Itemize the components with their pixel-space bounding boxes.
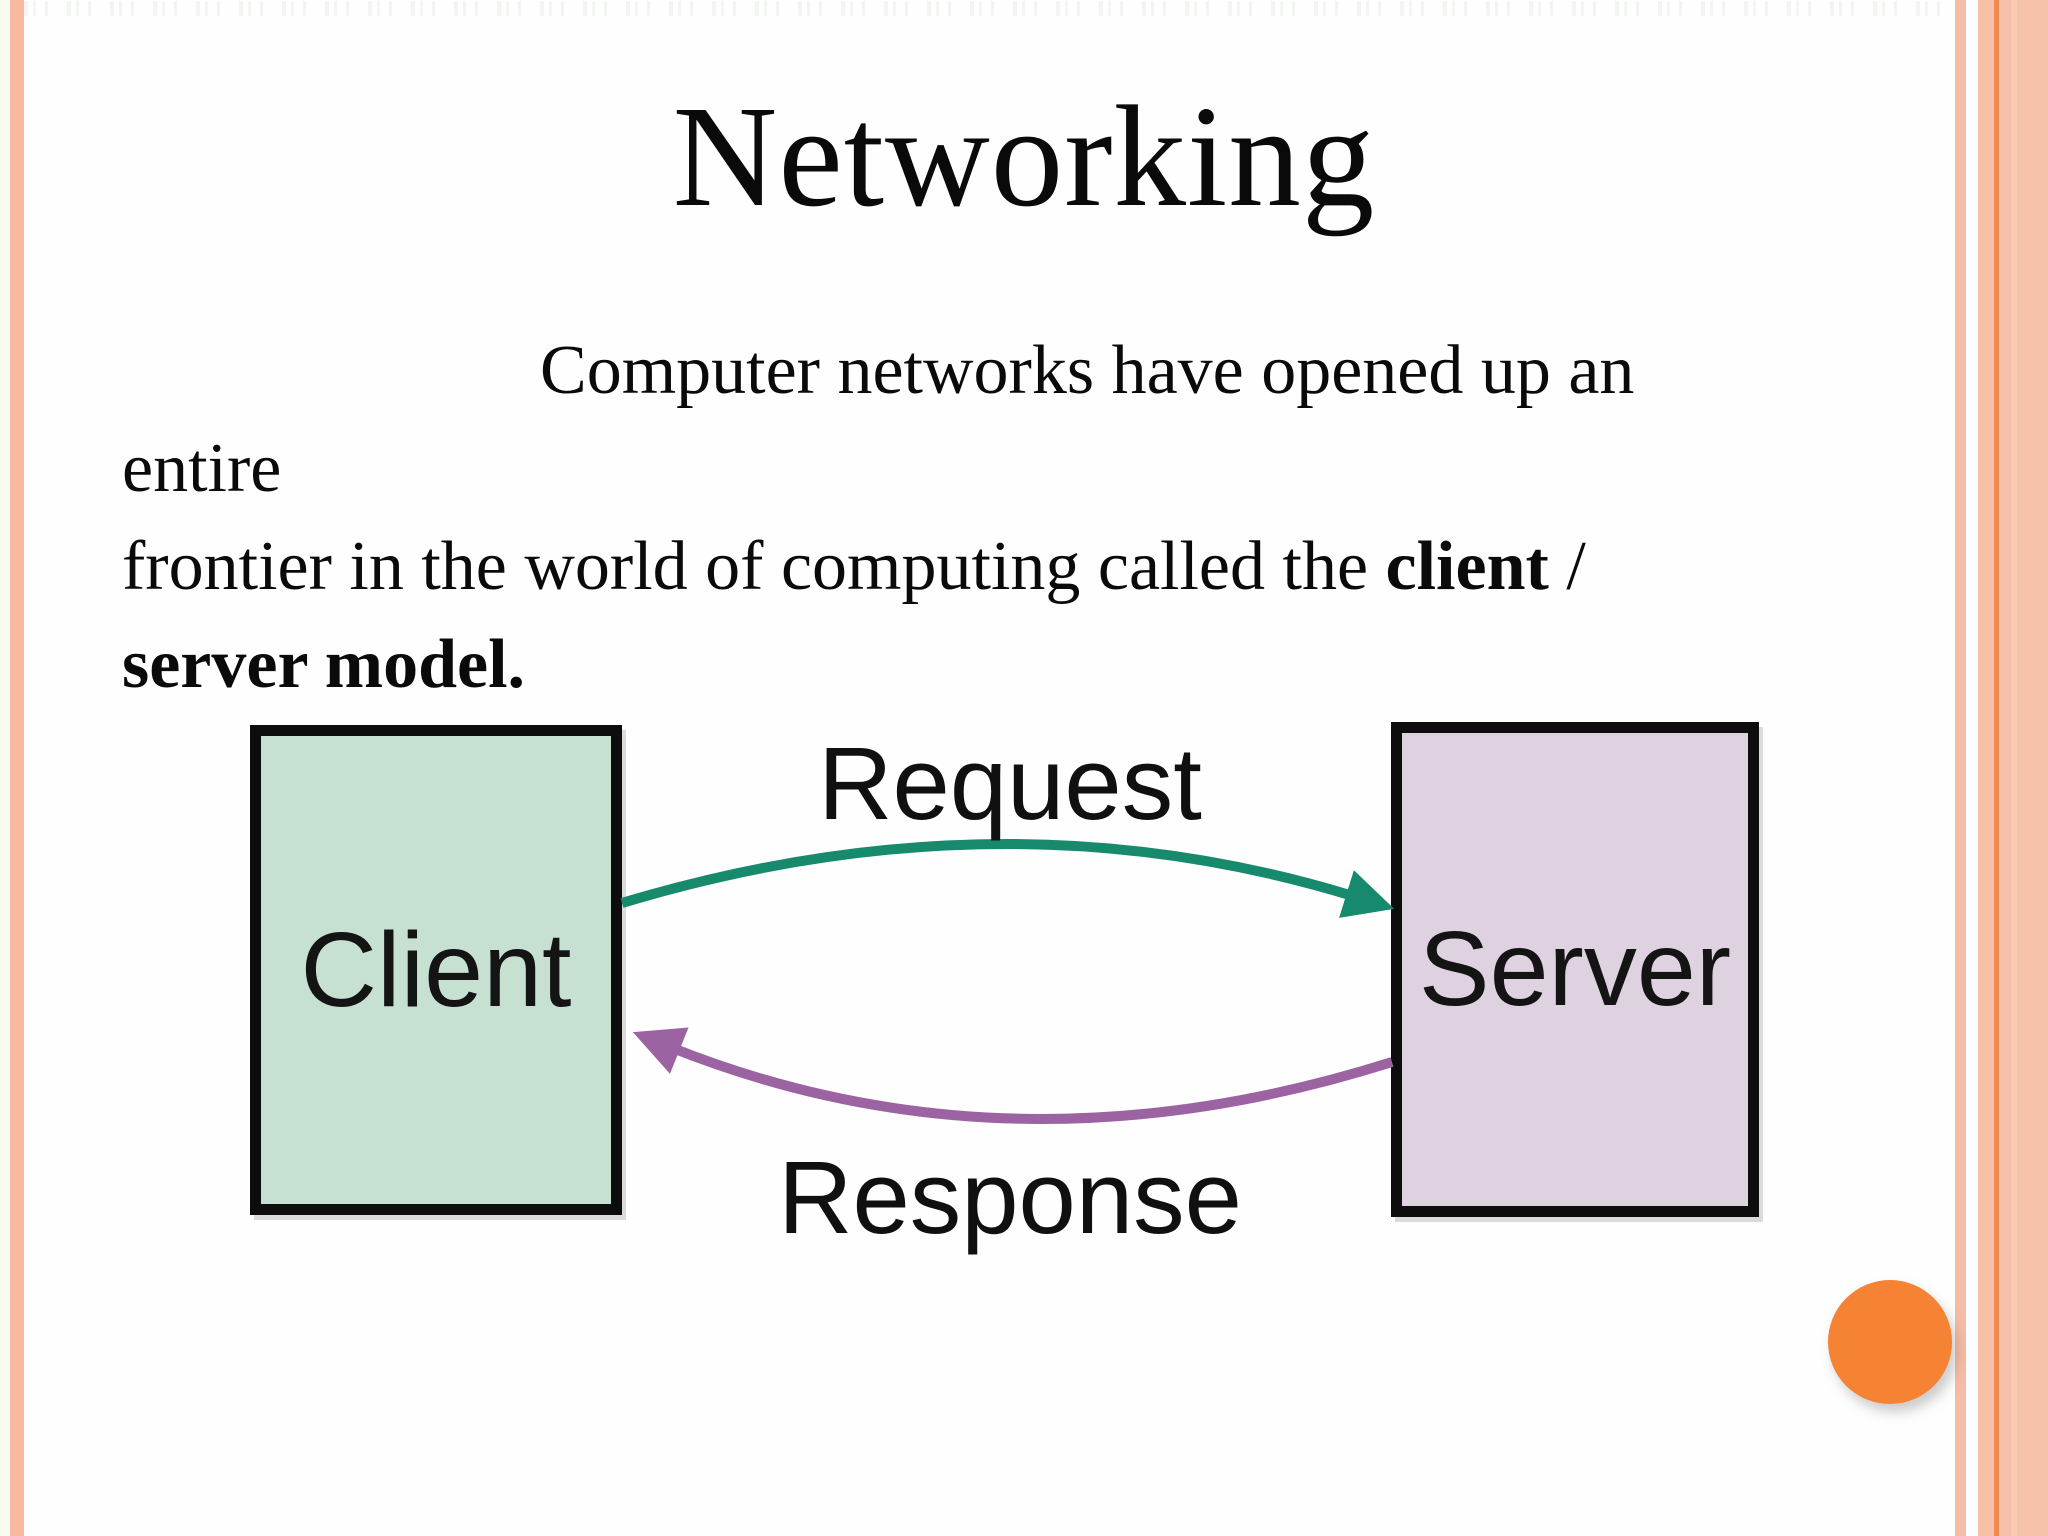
accent-circle [1828,1280,1952,1404]
paragraph-line4-bold: server model. [122,626,526,703]
body-paragraph: Computer networks have opened up an enti… [122,322,1842,714]
paragraph-line1: Computer networks have opened up an [540,332,1635,409]
response-label: Response [778,1140,1242,1255]
right-salmon-band [1978,0,2048,1536]
server-box: Server [1391,722,1759,1217]
paragraph-line3-bold: client [1385,528,1549,605]
paragraph-line3-slash: / [1548,528,1586,605]
paragraph-line2: entire [122,430,282,507]
left-cream-bar [0,0,10,1536]
paragraph-line3-text: frontier in the world of computing calle… [122,528,1386,605]
top-border-pattern [24,1,1955,16]
slide-title: Networking [672,77,1376,237]
server-box-label: Server [1418,910,1732,1028]
request-label: Request [818,726,1202,841]
response-arrow [632,1027,1394,1124]
left-salmon-stripe [10,0,24,1536]
right-salmon-stripe [1955,0,1966,1536]
client-box-label: Client [300,910,572,1029]
request-arrow [620,839,1395,918]
client-box: Client [250,725,622,1215]
